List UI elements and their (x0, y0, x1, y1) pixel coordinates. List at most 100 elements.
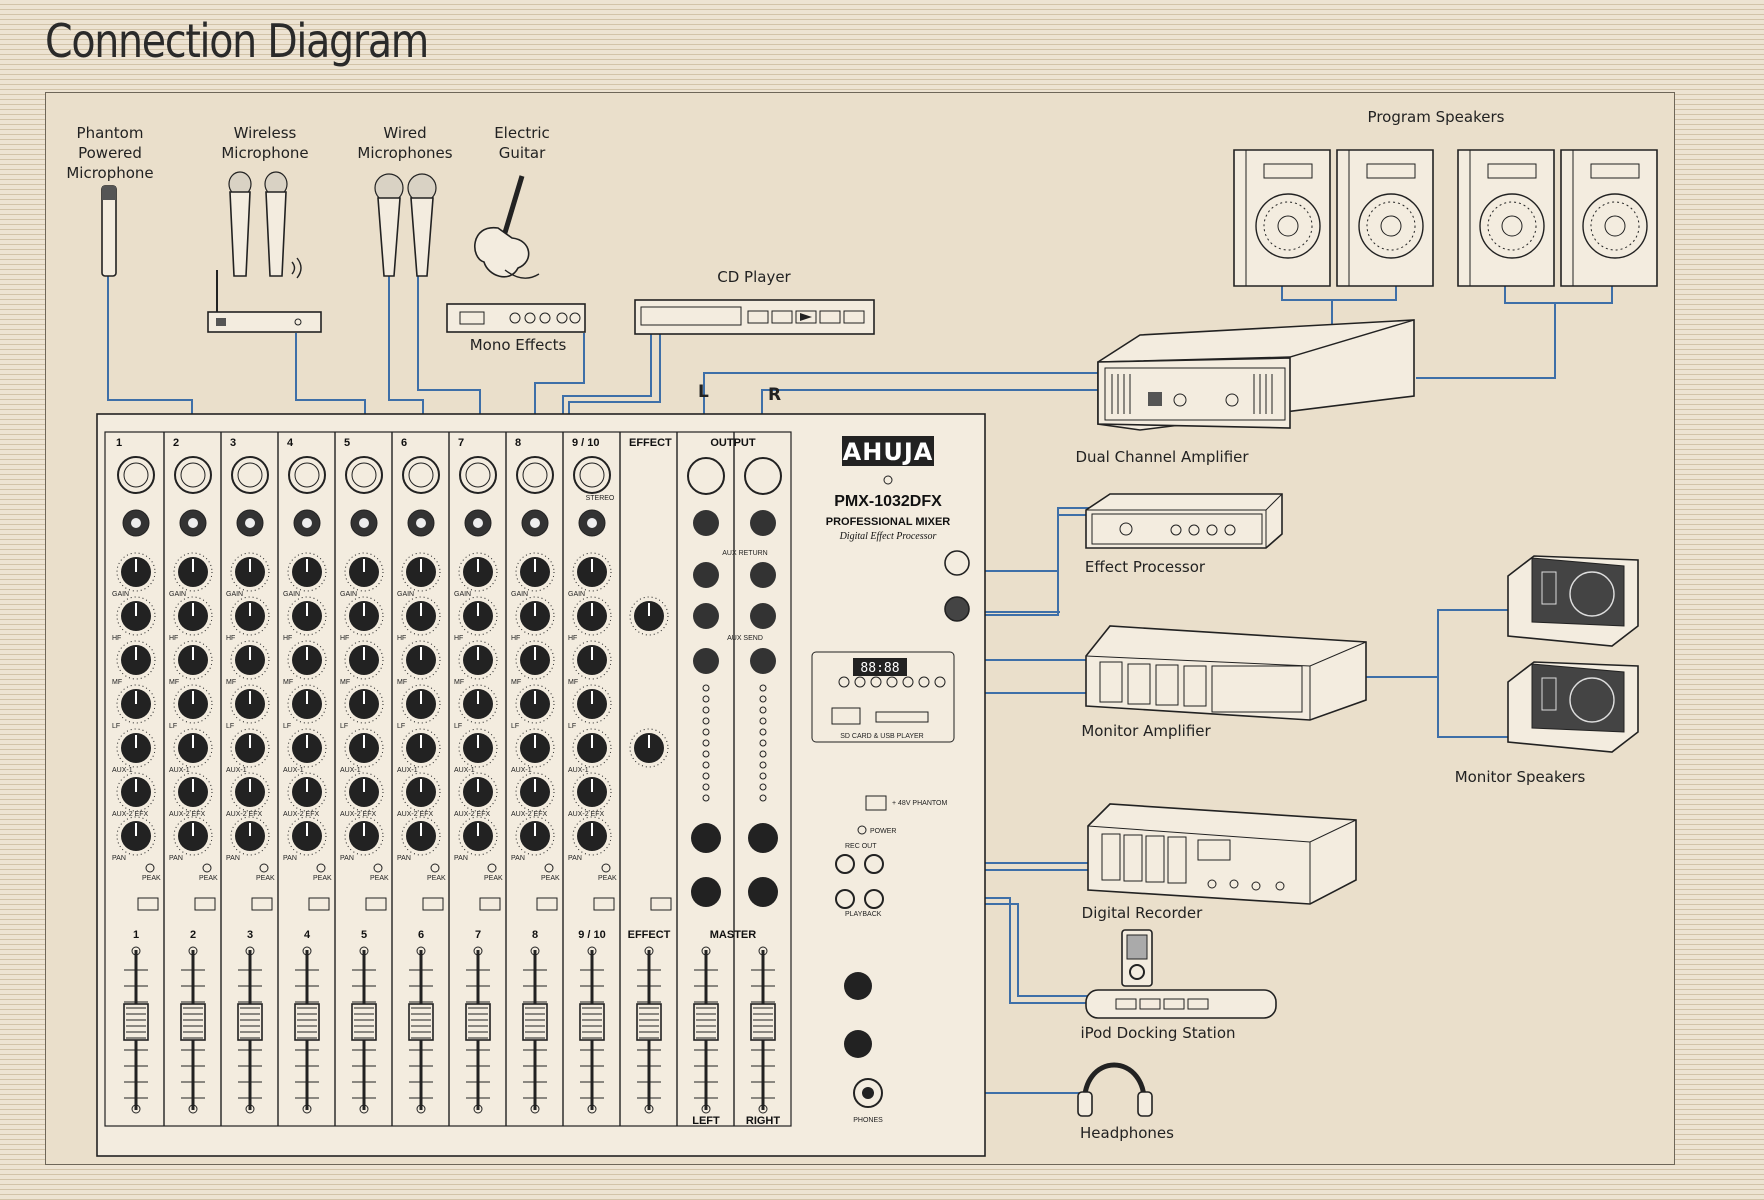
player-button[interactable] (934, 676, 946, 688)
xlr-input-jack[interactable] (573, 456, 611, 494)
phantom-switch[interactable] (865, 795, 887, 811)
wire-label-left: L (698, 382, 709, 402)
mute-switch[interactable] (365, 897, 387, 911)
wire-dual-amp-spk-d (1555, 286, 1613, 304)
knob-label: HF (283, 635, 292, 642)
channel-number-top: 8 (515, 437, 521, 449)
phones-jack[interactable] (853, 1078, 883, 1108)
aux-send-jack[interactable] (750, 648, 776, 674)
monitor-amp-label: Monitor Amplifier (1081, 722, 1211, 740)
fader-cap[interactable] (351, 1003, 377, 1041)
channel-number-bottom: 2 (190, 929, 196, 941)
phantom-mic-label-2: Powered (78, 144, 142, 162)
knob-label: AUX-2 EFX (169, 811, 206, 818)
wire-label-right: R (768, 385, 781, 405)
mute-switch[interactable] (593, 897, 615, 911)
rec-out-l-jack[interactable] (835, 854, 855, 874)
playback-knob[interactable] (844, 972, 872, 1000)
knob-label: LF (568, 723, 576, 730)
fader-cap[interactable] (237, 1003, 263, 1041)
knob-label: PAN (169, 855, 183, 862)
xlr-input-jack[interactable] (516, 456, 554, 494)
xlr-input-jack[interactable] (174, 456, 212, 494)
aux-return-jack[interactable] (750, 562, 776, 588)
headphones-label: Headphones (1080, 1124, 1174, 1142)
xlr-input-jack[interactable] (459, 456, 497, 494)
fader-cap[interactable] (180, 1003, 206, 1041)
master-fader-label: RIGHT (746, 1115, 781, 1127)
xlr-input-jack[interactable] (345, 456, 383, 494)
player-button[interactable] (838, 676, 850, 688)
output-xlr-jack[interactable] (687, 457, 725, 495)
knob-label: MF (454, 679, 464, 686)
mic-input-xlr[interactable] (944, 550, 970, 622)
mute-switch[interactable] (251, 897, 273, 911)
mixer-subtitle: PROFESSIONAL MIXER (826, 516, 951, 528)
mute-switch[interactable] (536, 897, 558, 911)
sd-card-slot[interactable] (875, 711, 929, 723)
digital-recorder-label: Digital Recorder (1082, 904, 1203, 922)
fader-cap[interactable] (693, 1003, 719, 1041)
knob-label: MF (226, 679, 236, 686)
playback-r-jack[interactable] (864, 889, 884, 909)
knob-label: GAIN (169, 591, 186, 598)
aux-send-jack[interactable] (693, 648, 719, 674)
knob-label: LF (169, 723, 177, 730)
aux-return-jack-2[interactable] (750, 603, 776, 629)
mute-switch[interactable] (650, 897, 672, 911)
knob-label: GAIN (568, 591, 585, 598)
xlr-input-jack[interactable] (288, 456, 326, 494)
wired-mics-label-2: Microphones (357, 144, 452, 162)
knob-label: GAIN (340, 591, 357, 598)
rec-out-r-jack[interactable] (864, 854, 884, 874)
output-xlr-jack[interactable] (744, 457, 782, 495)
monitor-amplifier-unit (1085, 625, 1367, 721)
program-speaker-icon (1457, 149, 1555, 287)
peak-label: PEAK (256, 875, 275, 882)
player-button[interactable] (886, 676, 898, 688)
player-button[interactable] (918, 676, 930, 688)
fader-cap[interactable] (123, 1003, 149, 1041)
mute-switch[interactable] (137, 897, 159, 911)
player-button[interactable] (870, 676, 882, 688)
xlr-input-jack[interactable] (231, 456, 269, 494)
rec-out-label: REC OUT (845, 843, 877, 850)
output-jack[interactable] (693, 510, 719, 536)
aux-return-jack[interactable] (693, 562, 719, 588)
xlr-input-jack[interactable] (402, 456, 440, 494)
mute-switch[interactable] (479, 897, 501, 911)
player-button[interactable] (902, 676, 914, 688)
phones-knob[interactable] (844, 1030, 872, 1058)
aux-send-knob[interactable] (748, 877, 778, 907)
output-jack[interactable] (750, 510, 776, 536)
mute-switch[interactable] (308, 897, 330, 911)
fader-cap[interactable] (522, 1003, 548, 1041)
aux-return-jack-2[interactable] (693, 603, 719, 629)
xlr-input-jack[interactable] (117, 456, 155, 494)
mute-switch[interactable] (422, 897, 444, 911)
usb-slot[interactable] (831, 707, 861, 725)
player-button[interactable] (854, 676, 866, 688)
knob-label: HF (397, 635, 406, 642)
playback-l-jack[interactable] (835, 889, 855, 909)
mute-switch[interactable] (194, 897, 216, 911)
fader-cap[interactable] (636, 1003, 662, 1041)
program-speaker-icon (1560, 149, 1658, 287)
fader-cap[interactable] (750, 1003, 776, 1041)
program-speaker-icon (1233, 149, 1331, 287)
fader-cap[interactable] (465, 1003, 491, 1041)
knob-label: AUX-1 (169, 767, 190, 774)
player-label: SD CARD & USB PLAYER (840, 733, 924, 740)
fader-cap[interactable] (579, 1003, 605, 1041)
fader-cap[interactable] (294, 1003, 320, 1041)
aux-return-knob[interactable] (748, 823, 778, 853)
peak-label: PEAK (370, 875, 389, 882)
wire-mono-effects (534, 333, 585, 430)
fader-cap[interactable] (408, 1003, 434, 1041)
aux-send-knob[interactable] (691, 877, 721, 907)
aux-return-knob[interactable] (691, 823, 721, 853)
knob-label: GAIN (112, 591, 129, 598)
